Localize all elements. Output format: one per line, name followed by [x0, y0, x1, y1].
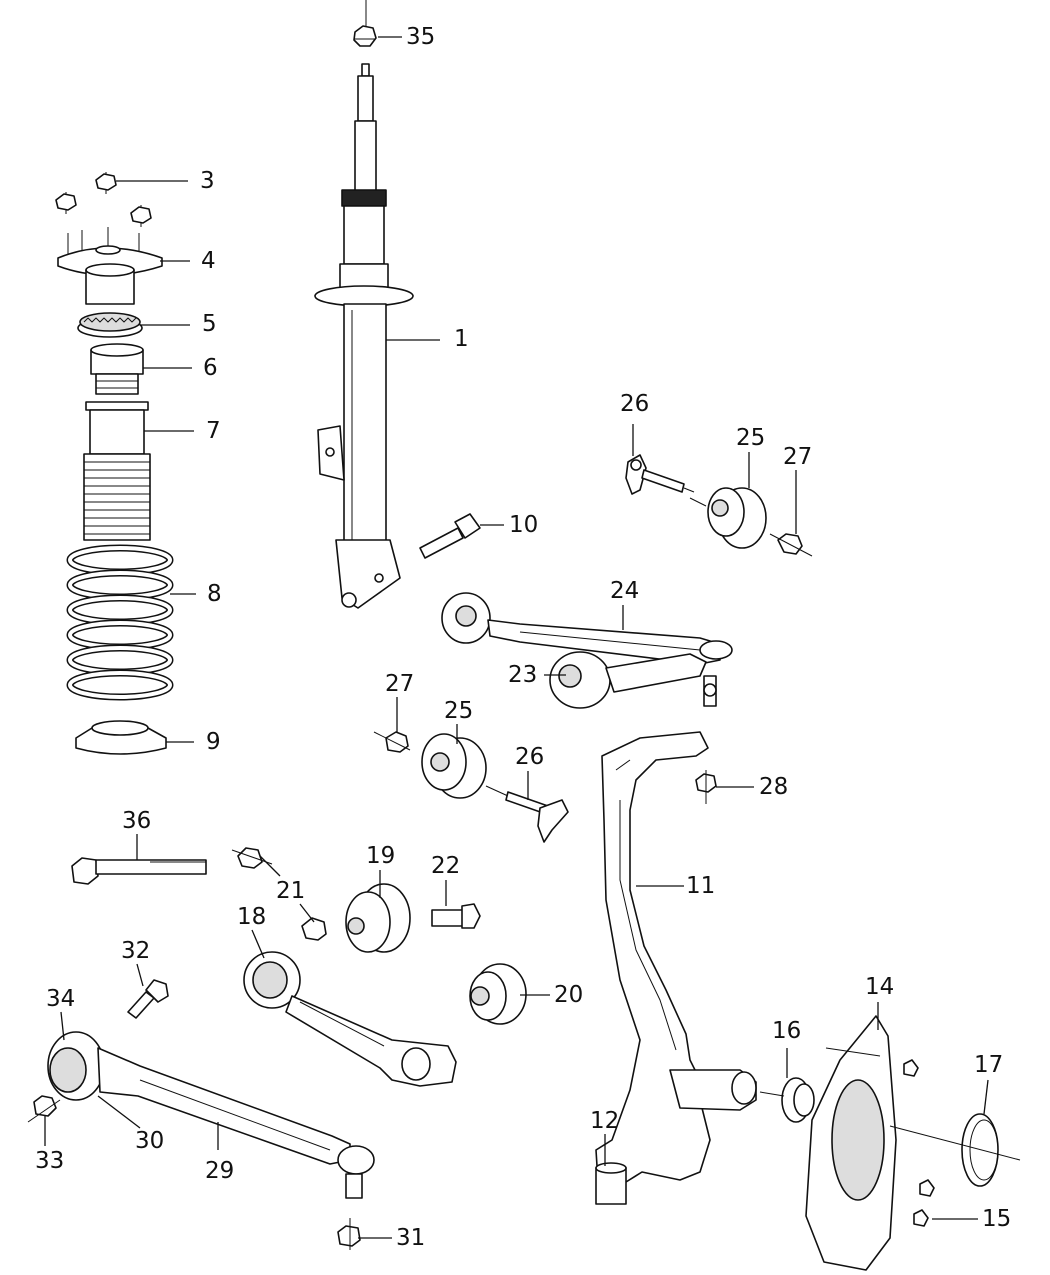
part-26-upper-link — [625, 454, 695, 495]
part-24-upper-arm — [441, 592, 721, 665]
part-11-knuckle — [595, 731, 757, 1205]
part-8-coil-spring — [66, 544, 174, 701]
part-1-strut — [314, 63, 414, 609]
part-35-nut — [353, 0, 377, 47]
part-36-bolt — [71, 857, 207, 885]
callout-26-upper: 26 — [620, 391, 650, 417]
callout-1: 1 — [454, 326, 469, 352]
callout-23: 23 — [508, 662, 538, 688]
callout-22: 22 — [431, 853, 461, 879]
callout-9: 9 — [206, 729, 221, 755]
callout-10: 10 — [509, 512, 539, 538]
callout-8: 8 — [207, 581, 222, 607]
part-5-bearing — [77, 312, 143, 338]
part-22-bolt — [431, 903, 481, 929]
callout-25-lower: 25 — [444, 698, 474, 724]
callout-17: 17 — [974, 1052, 1004, 1078]
callout-34: 34 — [46, 986, 76, 1012]
callout-5: 5 — [202, 311, 217, 337]
callout-31: 31 — [396, 1225, 426, 1251]
part-26-lower-link — [485, 785, 569, 843]
callout-24: 24 — [610, 578, 640, 604]
part-20-bushing — [469, 963, 527, 1025]
callout-14: 14 — [865, 974, 895, 1000]
callout-4: 4 — [201, 248, 216, 274]
part-23-upper-arm — [549, 640, 733, 709]
callout-32: 32 — [121, 938, 151, 964]
leader-lines — [44, 36, 989, 1239]
part-14-splash-shield — [805, 1015, 935, 1271]
callout-16: 16 — [772, 1018, 802, 1044]
callout-26-lower: 26 — [515, 744, 545, 770]
part-18-tension-strut — [243, 951, 457, 1087]
part-29-lower-arm — [47, 1031, 375, 1199]
callout-35: 35 — [406, 24, 436, 50]
part-9-lower-isolator — [75, 720, 167, 755]
callout-19: 19 — [366, 843, 396, 869]
callout-25-upper: 25 — [736, 425, 766, 451]
part-17-cap — [889, 1113, 1021, 1187]
callout-30: 30 — [135, 1128, 165, 1154]
callout-6: 6 — [203, 355, 218, 381]
callout-33: 33 — [35, 1148, 65, 1174]
callout-12: 12 — [590, 1108, 620, 1134]
callout-29: 29 — [205, 1158, 235, 1184]
part-25-lower-bushing — [421, 733, 487, 799]
callout-7: 7 — [206, 418, 221, 444]
part-21-nut — [231, 847, 327, 941]
part-19-bushing — [345, 883, 411, 953]
callout-21: 21 — [276, 878, 306, 904]
callout-20: 20 — [554, 982, 584, 1008]
part-4-upper-mount — [57, 227, 163, 305]
callout-15: 15 — [982, 1206, 1012, 1232]
part-33-nut — [27, 1095, 61, 1123]
part-3-nuts — [55, 172, 152, 227]
part-27-upper-nut — [769, 533, 813, 557]
callout-11: 11 — [686, 873, 716, 899]
callout-36: 36 — [122, 808, 152, 834]
part-31-nut — [337, 1218, 361, 1250]
callout-28: 28 — [759, 774, 789, 800]
callout-27-upper: 27 — [783, 444, 813, 470]
part-16-hub-nut — [759, 1077, 815, 1123]
callout-18: 18 — [237, 904, 267, 930]
part-10-bolt — [419, 513, 481, 559]
part-27-lower-nut — [373, 731, 411, 753]
callout-3: 3 — [200, 168, 215, 194]
callout-27-lower: 27 — [385, 671, 415, 697]
part-25-upper-bushing — [689, 487, 767, 549]
part-32-bolt — [127, 979, 169, 1019]
part-28-nut — [695, 770, 717, 804]
part-6-jounce-bumper — [90, 343, 144, 395]
part-7-dust-boot — [83, 401, 151, 541]
